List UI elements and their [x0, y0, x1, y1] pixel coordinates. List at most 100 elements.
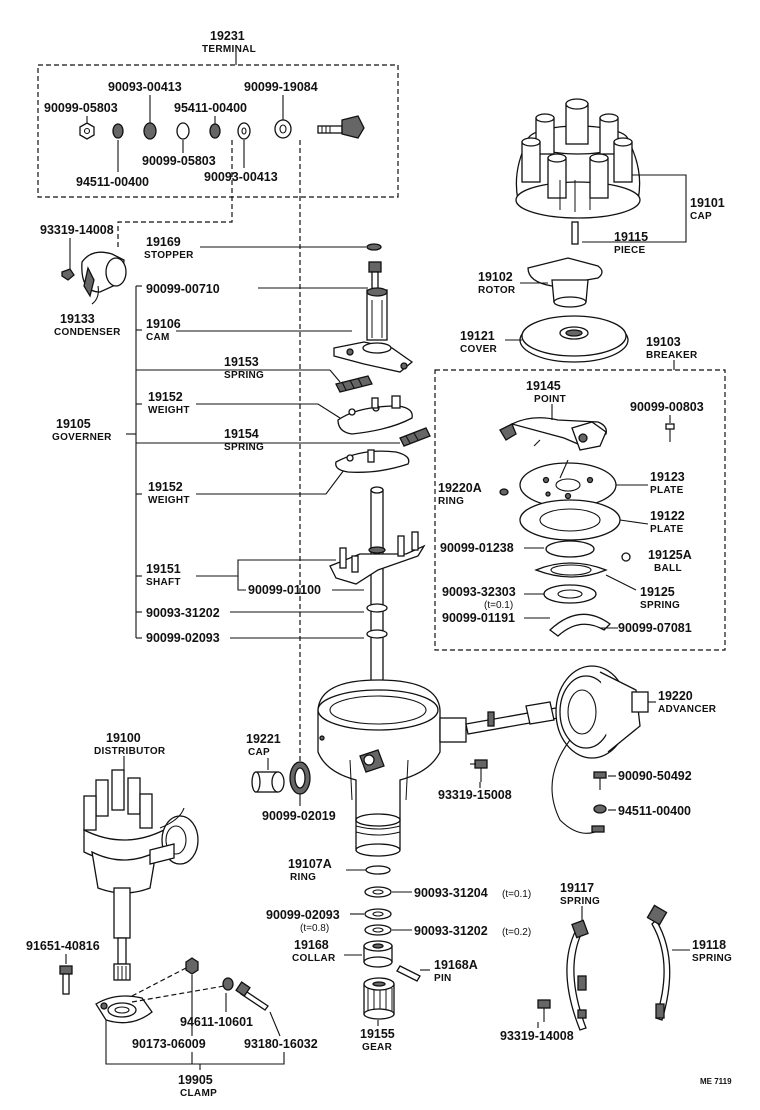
distributor-assembly-icon [83, 769, 199, 981]
part-label: 94511-00400 [618, 804, 691, 818]
snap-ring-icon [548, 613, 611, 637]
plate-name: PLATE [650, 524, 684, 535]
weight-name: WEIGHT [148, 495, 190, 506]
piece-number: 19115 [614, 230, 648, 244]
washer-icon [543, 584, 597, 604]
pin-name: PIN [434, 973, 452, 984]
terminal-number: 19231 [210, 29, 245, 43]
lock-washer-icon [222, 977, 234, 991]
governer-name: GOVERNER [52, 432, 112, 443]
ball-icon [621, 552, 631, 562]
rotor-number: 19102 [478, 270, 513, 284]
part-label: 94611-10601 [180, 1015, 253, 1029]
part-label: 90093-31202 [146, 606, 220, 620]
collar-icon [363, 940, 393, 968]
point-number: 19145 [526, 379, 561, 393]
lower-parts-group: 19107A RING 90093-31204 (t=0.1) 90099-02… [266, 857, 531, 1053]
cap-name: CAP [690, 211, 712, 222]
spring-name: SPRING [224, 442, 264, 453]
ring-name: RING [290, 872, 316, 883]
pin-number: 19168A [434, 958, 478, 972]
nut-icon [79, 122, 95, 140]
part-label: 90090-50492 [618, 769, 692, 783]
cap-number: 19221 [246, 732, 281, 746]
part-label: 90099-02019 [262, 809, 336, 823]
lock-washer-icon [593, 804, 607, 814]
rotor-icon [527, 257, 603, 308]
spring-number: 19154 [224, 427, 259, 441]
rotor-group: 19102 ROTOR [478, 257, 603, 308]
ring-icon [499, 488, 509, 496]
part-label: 90093-31204 [414, 886, 488, 900]
terminal-bolt-icon [317, 115, 365, 139]
gear-name: GEAR [362, 1042, 393, 1053]
housing-group [317, 679, 559, 857]
stopper-name: STOPPER [144, 250, 194, 261]
lock-washer-icon [209, 123, 221, 139]
thickness-note: (t=0.8) [300, 923, 329, 934]
cover-name: COVER [460, 344, 498, 355]
terminal-name: TERMINAL [202, 44, 256, 55]
oil-cap-icon [251, 771, 285, 793]
carbon-piece-icon [571, 221, 579, 245]
governer-number: 19105 [56, 417, 91, 431]
dust-cover-icon [519, 315, 629, 363]
nut-icon [185, 957, 199, 975]
screw-icon [61, 268, 75, 281]
washer-icon [364, 924, 392, 936]
nut-icon [176, 122, 190, 140]
governor-weight-icon [337, 395, 413, 435]
part-label: 90093-00413 [204, 170, 278, 184]
collar-number: 19168 [294, 938, 329, 952]
contact-point-icon [499, 417, 607, 451]
figure-code: ME 7119 [700, 1077, 732, 1086]
shaft-name: SHAFT [146, 577, 181, 588]
weight-number: 19152 [148, 390, 183, 404]
part-label: 90099-02093 [146, 631, 220, 645]
drive-gear-icon [363, 977, 395, 1020]
part-label: 90099-19084 [244, 80, 318, 94]
cap-name: CAP [248, 747, 270, 758]
o-ring-icon [365, 865, 391, 875]
condenser-icon [81, 251, 127, 305]
weight-name: WEIGHT [148, 405, 190, 416]
e-ring-icon [545, 540, 595, 558]
distributor-assembly-group: 19100 DISTRIBUTOR 91651-40816 [26, 731, 318, 1099]
part-label: 91651-40816 [26, 939, 100, 953]
part-label: 94511-00400 [76, 175, 149, 189]
weight-number: 19152 [148, 480, 183, 494]
condenser-name: CONDENSER [54, 327, 121, 338]
spring-name: SPRING [560, 896, 600, 907]
part-label: 90099-01238 [440, 541, 514, 555]
washer-icon [364, 886, 392, 898]
spring-number: 19125 [640, 585, 675, 599]
ball-number: 19125A [648, 548, 692, 562]
governor-weight-icon [335, 449, 410, 473]
cam-name: CAM [146, 332, 170, 343]
governor-spring-icon [335, 375, 373, 393]
spring-number: 19153 [224, 355, 259, 369]
bolt-icon [59, 965, 73, 995]
washer-icon [364, 908, 392, 920]
screw-icon [593, 771, 607, 790]
bolt-icon [235, 981, 269, 1011]
distributor-number: 19100 [106, 731, 141, 745]
thickness-note: (t=0.2) [502, 927, 531, 938]
distributor-housing-icon [317, 679, 467, 857]
part-label: 90099-01100 [248, 583, 321, 597]
screw-icon [665, 423, 675, 442]
cover-number: 19121 [460, 329, 495, 343]
breaker-number: 19103 [646, 335, 681, 349]
washer-icon [366, 629, 388, 639]
distributor-cap-group: 19101 CAP 19115 PIECE [515, 98, 725, 256]
plate-name: PLATE [650, 485, 684, 496]
clamp-name: CLAMP [180, 1088, 217, 1099]
terminal-group: 19231 TERMINAL 90093-00413 90099-19084 9… [37, 29, 399, 198]
governor-spring-icon [399, 427, 431, 447]
thickness-note: (t=0.1) [502, 889, 531, 900]
screw-icon [368, 261, 382, 291]
advancer-rod-icon [465, 701, 559, 735]
insulator-washer-icon [274, 119, 292, 139]
part-label: 90099-05803 [44, 101, 118, 115]
